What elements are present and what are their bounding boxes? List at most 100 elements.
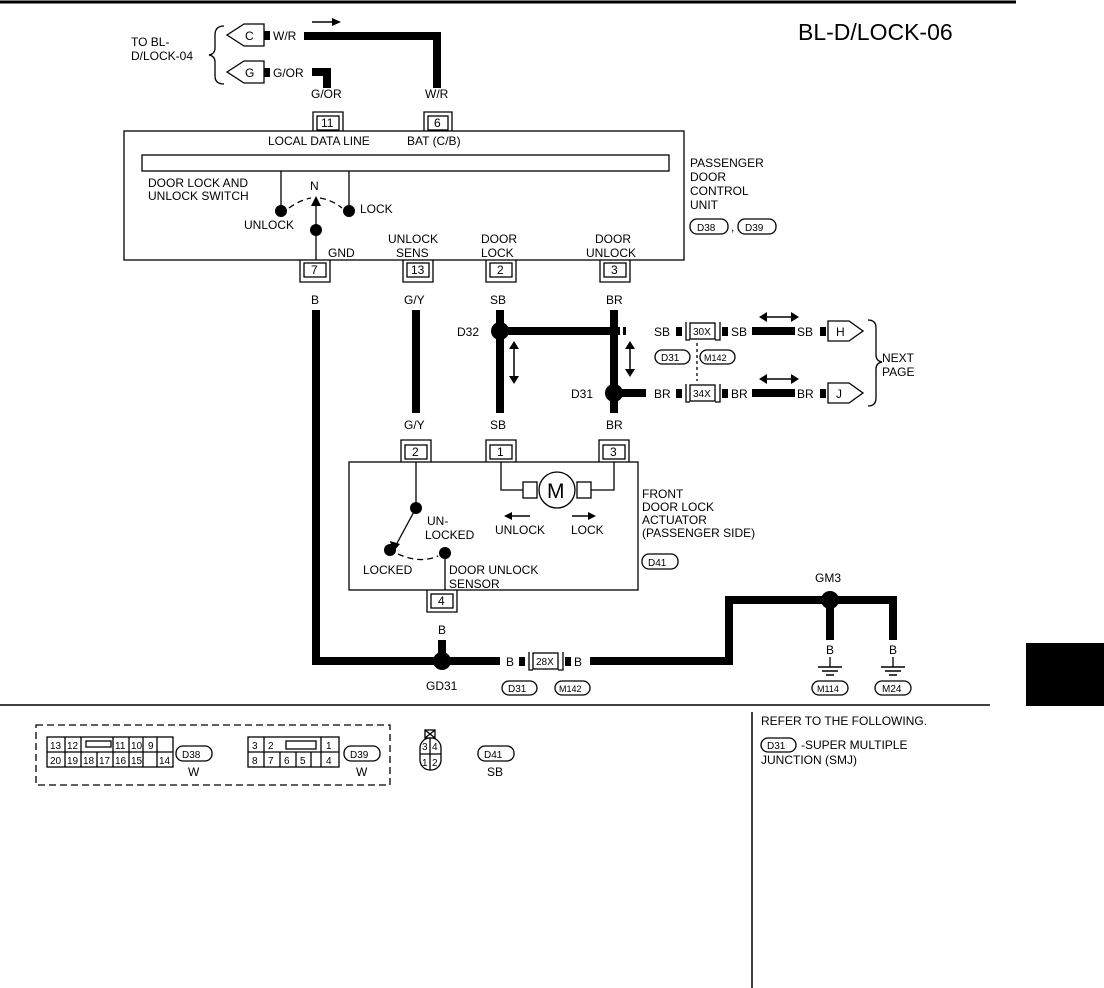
svg-text:,: , (731, 220, 734, 234)
svg-text:2: 2 (412, 445, 419, 459)
unit-pin-7: 7 (299, 260, 331, 283)
svg-text:16: 16 (115, 756, 127, 767)
door-unlock-label-2: UNLOCK (586, 246, 636, 260)
svg-text:1: 1 (422, 758, 428, 769)
joint-28x-box (532, 652, 559, 670)
wire-g-y-label-2: G/Y (404, 418, 425, 432)
svg-text:D41: D41 (484, 750, 503, 761)
gnd-label: GND (328, 246, 355, 260)
svg-text:7: 7 (311, 263, 318, 277)
to-brace (208, 25, 225, 85)
wire-g-or-top (312, 68, 331, 88)
svg-text:2: 2 (497, 263, 504, 277)
svg-text:5: 5 (300, 756, 306, 767)
svg-text:9: 9 (148, 741, 154, 752)
wire-g-y-label-1: G/Y (404, 293, 425, 307)
svg-text:J: J (836, 387, 842, 401)
to-bl-connector-group: TO BL- D/LOCK-04 C W/R G G/OR (131, 18, 341, 85)
next-page-line1: NEXT (882, 351, 915, 365)
flow-arrow-icon (332, 18, 341, 26)
svg-text:12: 12 (67, 741, 79, 752)
svg-text:11: 11 (321, 116, 334, 130)
svg-text:D31: D31 (508, 684, 527, 695)
connector-ref-d41 (641, 553, 679, 570)
unit-name-line1: PASSENGER (690, 156, 764, 170)
unlocked-line1: UN- (427, 514, 448, 528)
refer-text-2: JUNCTION (SMJ) (761, 753, 857, 767)
svg-text:1: 1 (326, 741, 332, 752)
svg-text:19: 19 (67, 756, 79, 767)
svg-text:M24: M24 (882, 684, 902, 695)
switch-unlock-label: UNLOCK (244, 218, 294, 232)
door-lock-label-2: LOCK (481, 246, 514, 260)
svg-text:13: 13 (411, 263, 425, 277)
svg-text:6: 6 (284, 756, 290, 767)
svg-text:20: 20 (50, 756, 62, 767)
ground-b-label-1: B (826, 643, 834, 657)
svg-text:2: 2 (268, 741, 274, 752)
unit-name-line4: UNIT (690, 198, 719, 212)
locked-label: LOCKED (363, 563, 413, 577)
motor-lock-label: LOCK (571, 523, 604, 537)
refer-d31-ref (760, 737, 797, 753)
joint-row-34x: BR 34X BR BR J (654, 382, 865, 404)
unit-pin-2: 2 (485, 260, 517, 283)
svg-text:1: 1 (497, 445, 504, 459)
svg-text:D39: D39 (745, 223, 764, 234)
unit-pin-6: 6 (423, 111, 453, 131)
unit-name-line2: DOOR (690, 170, 726, 184)
joint-28x-label: 28X (536, 657, 554, 668)
joint-30x-box (689, 322, 716, 340)
svg-text:SB: SB (797, 325, 813, 339)
sensor-label-2: SENSOR (449, 577, 500, 591)
ground-ref-m24 (874, 680, 912, 696)
wire-b-label-2: B (438, 623, 446, 637)
actuator-name-2: DOOR LOCK (642, 500, 714, 514)
sensor-label-1: DOOR UNLOCK (449, 563, 538, 577)
to-label-line2: D/LOCK-04 (131, 49, 193, 63)
connector-view-d41: 3 4 1 2 D41 SB (419, 729, 515, 779)
svg-text:H: H (836, 325, 845, 339)
svg-text:3: 3 (252, 741, 258, 752)
wire-br-label-2: BR (606, 418, 623, 432)
wire-sb-label-2: SB (490, 418, 506, 432)
bat-cb-label: BAT (C/B) (407, 134, 461, 148)
splice-d31-label: D31 (571, 387, 593, 401)
unit-bus-bar (141, 154, 670, 172)
joint-ref-m142 (699, 349, 736, 365)
svg-text:D38: D38 (697, 223, 716, 234)
svg-text:4: 4 (326, 756, 332, 767)
svg-text:17: 17 (99, 756, 111, 767)
to-label-line1: TO BL- (131, 35, 169, 49)
refer-text-1: -SUPER MULTIPLE (801, 738, 907, 752)
door-unlock-label-1: DOOR (595, 232, 631, 246)
switch-label-line2: UNLOCK SWITCH (148, 189, 249, 203)
svg-text:SB: SB (731, 325, 747, 339)
svg-text:4: 4 (438, 594, 445, 608)
switch-n-label: N (310, 179, 319, 193)
connector-view-d38: 13 12 11 10 9 20 19 18 17 16 15 14 D38 W (46, 736, 213, 779)
svg-text:3: 3 (610, 445, 617, 459)
actuator-name-1: FRONT (642, 487, 684, 501)
svg-text:D39: D39 (350, 750, 369, 761)
svg-text:6: 6 (434, 116, 441, 130)
wire-b-ground (312, 310, 435, 665)
switch-lock-label: LOCK (360, 202, 393, 216)
motor-unlock-label: UNLOCK (495, 523, 545, 537)
connector-c-color: W/R (273, 29, 297, 43)
ground-symbol-icon (881, 657, 905, 676)
svg-text:10: 10 (131, 741, 143, 752)
switch-arrow-icon (311, 196, 321, 206)
motor-icon (538, 471, 576, 509)
actuator-pin-3: 3 (598, 439, 630, 462)
ground-ref-m114 (811, 680, 849, 696)
actuator-pin-2: 2 (400, 439, 432, 462)
svg-text:D31: D31 (661, 353, 680, 364)
wire-b-gm3 (590, 596, 897, 665)
svg-text:13: 13 (50, 741, 62, 752)
switch-unlock-contact (275, 205, 287, 217)
motor-letter: M (547, 480, 565, 503)
svg-text:15: 15 (131, 756, 143, 767)
unlocked-line2: LOCKED (425, 528, 475, 542)
